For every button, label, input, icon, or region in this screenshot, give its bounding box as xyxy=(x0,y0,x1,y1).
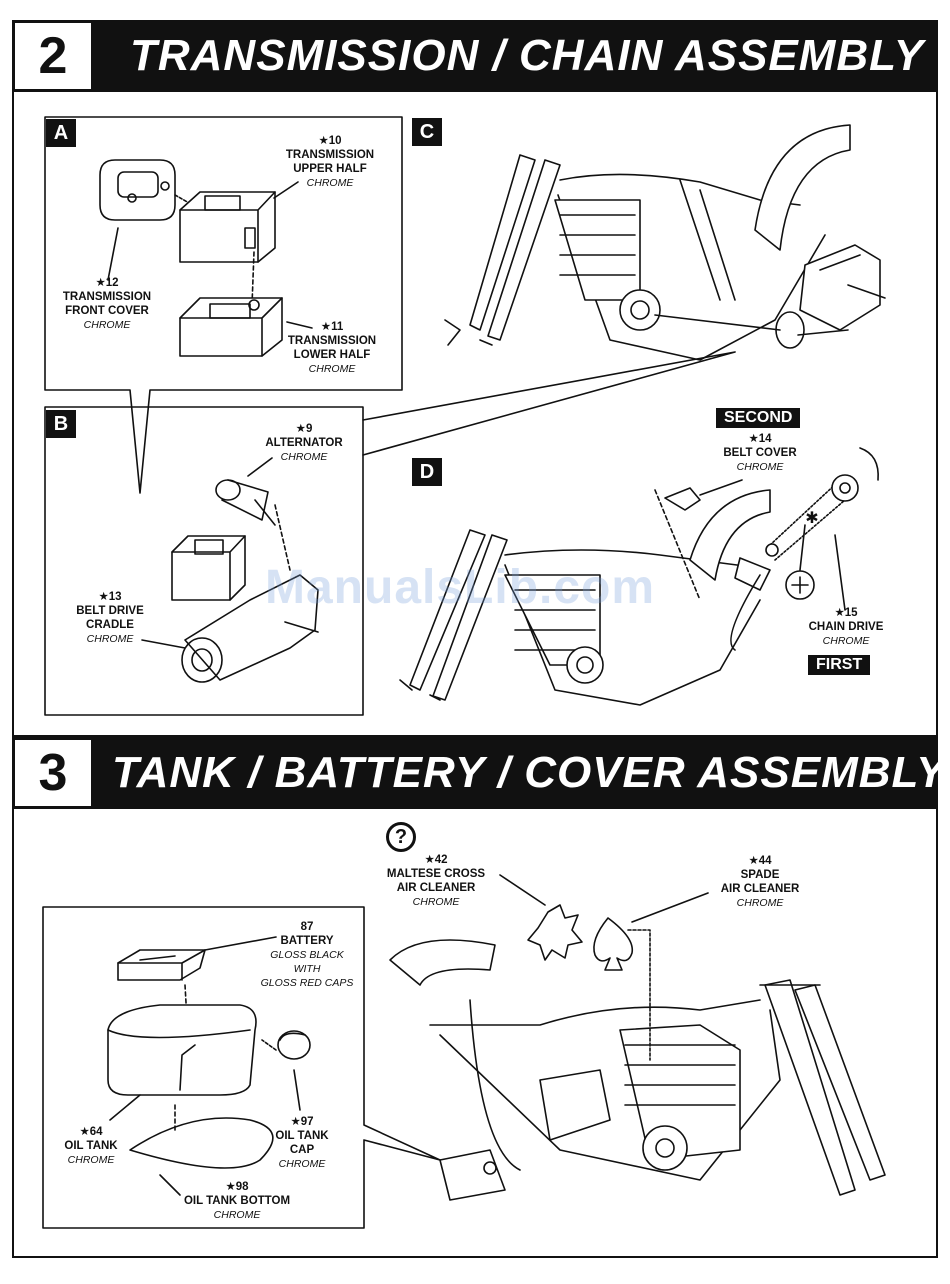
part-12-front-cover xyxy=(99,159,176,221)
step-3-header: 3 TANK / BATTERY / COVER ASSEMBLY xyxy=(12,737,945,809)
part-14-belt-cover xyxy=(664,479,743,511)
optional-part-icon: ? xyxy=(386,822,416,852)
section-divider xyxy=(12,735,938,737)
chain-marker: ✱ xyxy=(805,510,819,527)
step-2-header: 2 TRANSMISSION / CHAIN ASSEMBLY xyxy=(12,20,938,92)
panel-a-label: A xyxy=(46,119,76,147)
part-15-chain-drive xyxy=(730,447,879,651)
part-44-spade-air-cleaner xyxy=(593,917,634,971)
label-part-9: ★9 ALTERNATOR CHROME xyxy=(265,423,343,463)
label-part-98: ★98 OIL TANK BOTTOM CHROME xyxy=(183,1181,291,1221)
part-64-oil-tank xyxy=(107,1004,257,1096)
panel-c-label: C xyxy=(412,118,442,146)
part-11-lower-half xyxy=(179,297,283,357)
motorcycle-chassis-c xyxy=(444,124,881,361)
label-part-64: ★64 OIL TANK CHROME xyxy=(64,1126,118,1166)
label-part-10: ★10 TRANSMISSION UPPER HALF CHROME xyxy=(285,135,375,189)
part-98-oil-tank-bottom xyxy=(129,1117,274,1169)
step-3-number: 3 xyxy=(15,740,91,806)
label-part-12: ★12 TRANSMISSION FRONT COVER CHROME xyxy=(62,277,152,331)
step-3-panel-box xyxy=(42,906,441,1229)
motorcycle-chassis-3 xyxy=(389,939,886,1201)
part-97-oil-tank-cap xyxy=(277,1030,311,1060)
label-part-97: ★97 OIL TANK CAP CHROME xyxy=(275,1116,329,1170)
label-part-13: ★13 BELT DRIVE CRADLE CHROME xyxy=(76,591,144,645)
step-2-number: 2 xyxy=(15,23,91,89)
label-part-44: ★44 SPADE AIR CLEANER CHROME xyxy=(720,855,800,909)
step-3-title: TANK / BATTERY / COVER ASSEMBLY xyxy=(112,748,947,797)
watermark: ManualsLib.com xyxy=(265,561,656,614)
panel-b-label: B xyxy=(46,410,76,438)
label-part-14: ★14 BELT COVER CHROME xyxy=(723,433,797,473)
label-part-42: ★42 MALTESE CROSS AIR CLEANER CHROME xyxy=(386,854,486,908)
step-2-title: TRANSMISSION / CHAIN ASSEMBLY xyxy=(130,31,925,80)
transmission-assembly-b xyxy=(171,535,246,601)
part-9-alternator xyxy=(215,479,276,526)
label-part-87: 87 BATTERY GLOSS BLACK WITH GLOSS RED CA… xyxy=(260,921,354,989)
part-10-upper-half xyxy=(179,191,276,263)
label-part-15: ★15 CHAIN DRIVE CHROME xyxy=(808,607,884,647)
order-tag-second: SECOND xyxy=(716,408,801,428)
label-part-11: ★11 TRANSMISSION LOWER HALF CHROME xyxy=(287,321,377,375)
panel-d-label: D xyxy=(412,458,442,486)
motorcycle-chassis-d xyxy=(399,489,771,706)
panel-b-box xyxy=(44,406,364,716)
order-tag-first: FIRST xyxy=(808,655,871,675)
part-87-battery xyxy=(117,949,206,981)
panel-a-box xyxy=(44,116,403,494)
callout-b-to-c xyxy=(362,351,736,456)
part-42-maltese-cross-air-cleaner xyxy=(527,904,583,961)
part-13-belt-drive-cradle xyxy=(181,574,319,683)
